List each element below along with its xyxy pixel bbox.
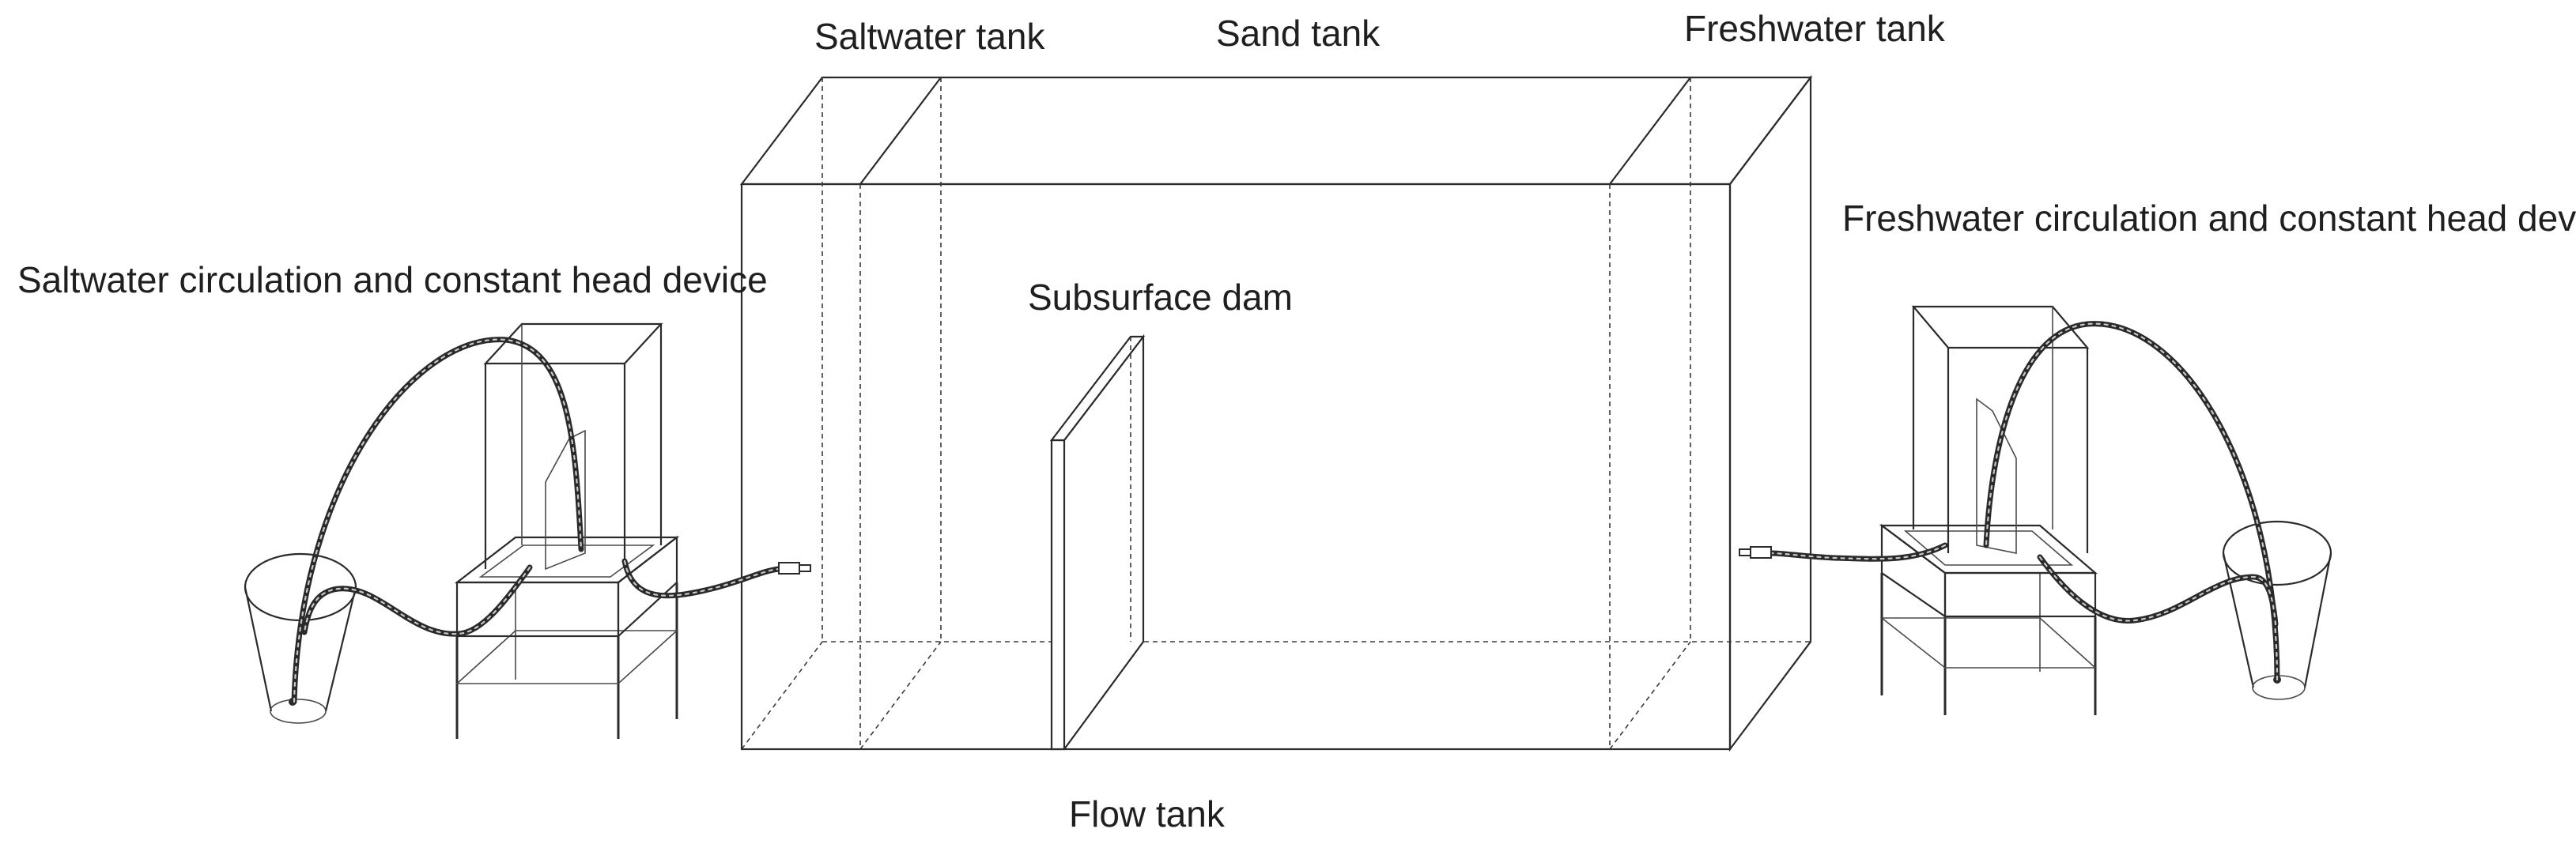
flow-tank-right-face	[1728, 74, 1812, 752]
freshwater-tank-label: Freshwater tank	[1684, 8, 1946, 49]
freshwater-shelf	[1879, 617, 2098, 669]
freshwater-hose	[1768, 321, 2280, 683]
saltwater-box-front	[455, 581, 620, 638]
flow-tank-label: Flow tank	[1069, 793, 1226, 835]
freshwater-device	[1739, 305, 2332, 715]
saltwater-hose	[291, 337, 782, 705]
flow-tank	[739, 74, 1813, 752]
saltwater-tower-top	[483, 322, 663, 365]
subsurface-dam-label: Subsurface dam	[1028, 277, 1293, 318]
freshwater-device-label: Freshwater circulation and constant head…	[1842, 198, 2576, 239]
flow-tank-bottom-left-edge	[741, 641, 823, 750]
freshwater-partition	[1609, 77, 1691, 750]
saltwater-box-side	[617, 535, 678, 639]
saltwater-shelf	[455, 630, 679, 684]
saltwater-connector	[778, 562, 811, 575]
saltwater-tank-label: Saltwater tank	[814, 16, 1045, 57]
saltwater-device	[244, 322, 811, 739]
saltwater-weir-plate	[545, 429, 586, 571]
saltwater-partition	[859, 77, 942, 750]
freshwater-box-side	[1880, 523, 1947, 619]
freshwater-tower-top	[1911, 305, 2090, 349]
freshwater-connector	[1739, 546, 1772, 559]
subsurface-dam	[1049, 333, 1146, 751]
freshwater-weir-plate	[1976, 398, 2017, 554]
flow-tank-front-face	[740, 183, 1732, 751]
saltwater-box-opening	[478, 544, 655, 578]
saltwater-device-label: Saltwater circulation and constant head …	[17, 259, 768, 300]
sand-tank-label: Sand tank	[1216, 13, 1381, 54]
